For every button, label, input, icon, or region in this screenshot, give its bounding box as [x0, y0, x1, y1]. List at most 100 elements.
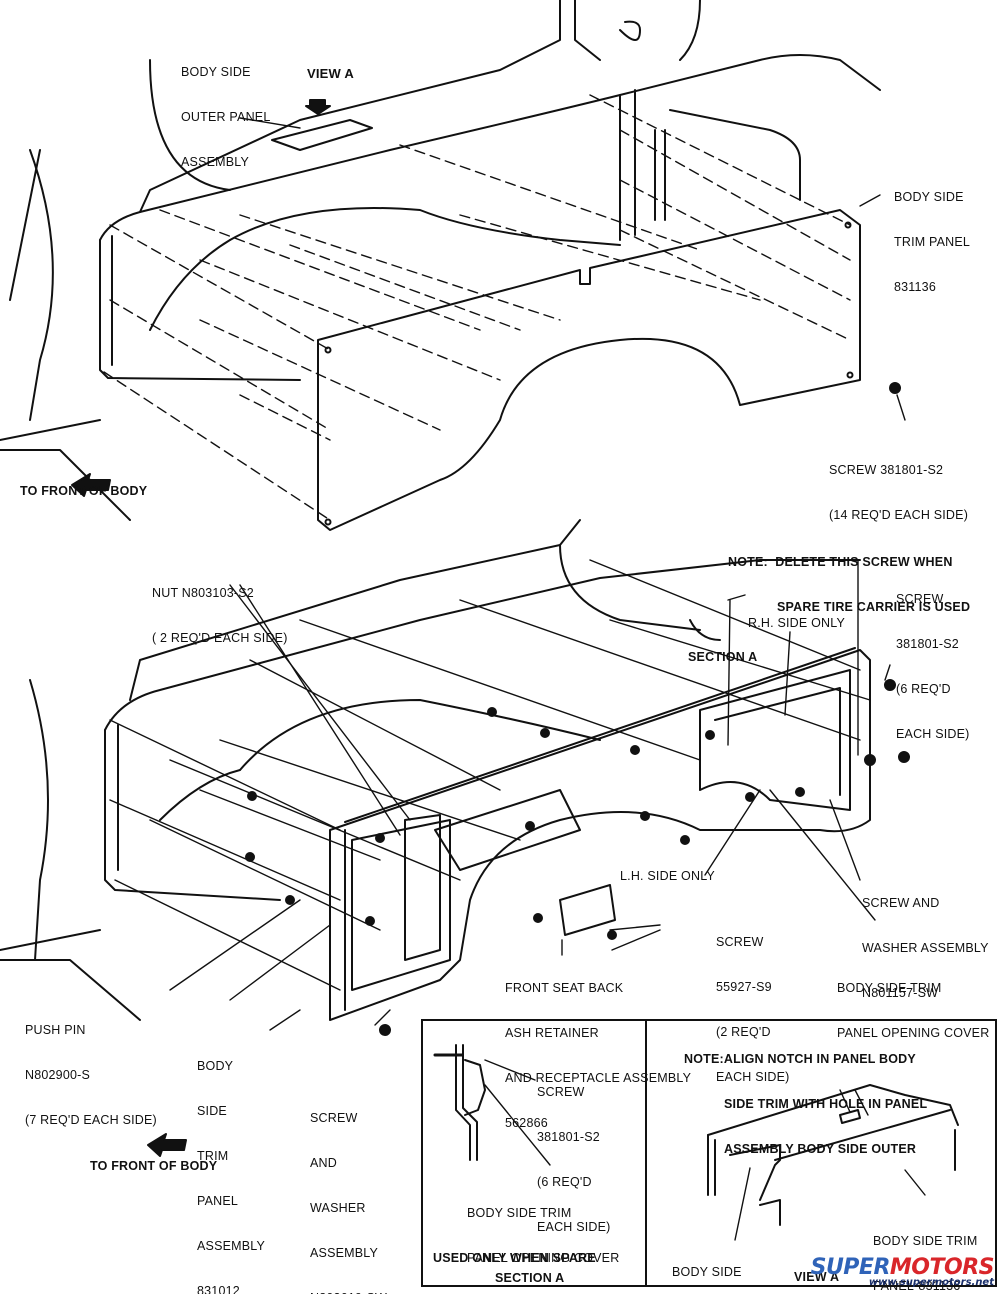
label-screw-washer-rh: SCREW AND WASHER ASSEMBLY N801157-SW [862, 866, 989, 1031]
label-line: TRIM [197, 1149, 229, 1163]
label-line: (14 REQ'D EACH SIDE) [829, 508, 969, 522]
outer-panel-leader [239, 117, 301, 129]
label-line: ASH RETAINER [505, 1026, 599, 1040]
label-lh-side: L.H. SIDE ONLY [620, 869, 715, 883]
label-screw-6: SCREW 381801-S2 (6 REQ'D EACH SIDE) [896, 562, 970, 772]
label-line: PANEL [197, 1194, 239, 1208]
label-line: SIDE TRIM WITH HOLE IN PANEL [724, 1097, 928, 1111]
label-line: N802619-SW [310, 1291, 387, 1294]
section-a-screw-label: SCREW 381801-S2 (6 REQ'D EACH SIDE) [537, 1055, 611, 1265]
section-a-note: USED ONLY WHEN SPARE TIRE IS MOUNTED OUT… [433, 1221, 607, 1294]
label-line: (6 REQ'D [896, 682, 951, 696]
label-line: BODY SIDE [672, 1265, 742, 1279]
bottom-screws [245, 679, 910, 1036]
label-line: (6 REQ'D [537, 1175, 592, 1189]
bottom-fastener-guides [109, 559, 871, 991]
label-nut: NUT N803103-S2 ( 2 REQ'D EACH SIDE) [152, 556, 288, 676]
label-screw-washer-lh: SCREW AND WASHER ASSEMBLY N802619-SW (2 … [310, 1081, 387, 1294]
watermark-url: www.supermotors.net [868, 1277, 994, 1288]
label-outer-panel: BODY SIDE OUTER PANEL ASSEMBLY [181, 35, 271, 200]
label-line: WASHER ASSEMBLY [862, 941, 989, 955]
label-line: SPARE TIRE CARRIER IS USED [777, 600, 971, 614]
label-screw-55927: SCREW 55927-S9 (2 REQ'D EACH SIDE) [716, 905, 790, 1115]
label-line: 831012 [197, 1284, 240, 1294]
label-line: SCREW [896, 592, 944, 606]
top-dashed-guides [103, 94, 851, 521]
label-bottom-front: TO FRONT OF BODY [90, 1159, 218, 1173]
bottom-trim-panel [329, 647, 871, 1021]
label-line: (7 REQ'D EACH SIDE) [25, 1113, 157, 1127]
bottom-leader-lines [169, 559, 891, 1031]
label-section-a: SECTION A [688, 650, 758, 664]
label-line: ( 2 REQ'D EACH SIDE) [152, 631, 288, 645]
label-line: BODY SIDE [181, 65, 251, 79]
label-line: AND [310, 1156, 337, 1170]
label-line: SCREW 381801-S2 [829, 463, 944, 477]
trim-panel-leader [859, 194, 881, 207]
inset-frame [421, 1019, 997, 1287]
label-top-front: TO FRONT OF BODY [20, 484, 148, 498]
label-line: TRIM PANEL [894, 235, 971, 249]
label-line: EACH SIDE) [716, 1070, 790, 1084]
section-a-title: SECTION A [495, 1271, 565, 1285]
label-line: ASSEMBLY [197, 1239, 266, 1253]
view-a-title: VIEW A [794, 1270, 840, 1284]
view-a-note: NOTE:ALIGN NOTCH IN PANEL BODY SIDE TRIM… [684, 1022, 927, 1187]
top-body-structure [0, 0, 881, 521]
label-line: N801157-SW [862, 986, 939, 1000]
top-screw-leader [896, 394, 906, 421]
label-line: SIDE [197, 1104, 227, 1118]
label-line: NOTE:ALIGN NOTCH IN PANEL BODY [684, 1052, 916, 1066]
label-push-pin: PUSH PIN N802900-S (7 REQ'D EACH SIDE) [25, 993, 157, 1158]
label-line: BODY SIDE TRIM [467, 1206, 572, 1220]
label-line: ASSEMBLY [181, 155, 250, 169]
label-line: PANEL-831136 [873, 1279, 961, 1293]
label-line: NOTE: DELETE THIS SCREW WHEN [728, 555, 953, 569]
label-rh-side: R.H. SIDE ONLY [748, 616, 846, 630]
label-line: EACH SIDE) [896, 727, 970, 741]
label-line: WASHER [310, 1201, 366, 1215]
watermark: SUPERMOTORS www.supermotors.net [810, 1255, 995, 1288]
label-line: 55927-S9 [716, 980, 772, 994]
label-note-delete: NOTE: DELETE THIS SCREW WHEN SPARE TIRE … [728, 525, 970, 645]
label-line: ASSEMBLY BODY SIDE OUTER [724, 1142, 917, 1156]
label-line: BODY SIDE TRIM [837, 981, 942, 995]
view-a-outer-label: BODY SIDE OUTER PANEL ASSEMBLY [672, 1235, 762, 1294]
label-line: SCREW [537, 1085, 585, 1099]
label-line: 562866 [505, 1116, 548, 1130]
label-line: (2 REQ'D [716, 1025, 771, 1039]
label-opening-cover: BODY SIDE TRIM PANEL OPENING COVER [837, 951, 989, 1071]
label-line: NUT N803103-S2 [152, 586, 254, 600]
label-line: SCREW AND [862, 896, 940, 910]
label-ash-retainer: FRONT SEAT BACK ASH RETAINER AND RECEPTA… [505, 951, 691, 1161]
section-a-art [433, 1044, 551, 1166]
label-line: 381801-S2 [896, 637, 959, 651]
label-line: SCREW [716, 935, 764, 949]
view-a-trim-label: BODY SIDE TRIM PANEL-831136 [873, 1204, 977, 1294]
label-trim-assembly: BODY SIDE TRIM PANEL ASSEMBLY 831012 [197, 1029, 265, 1294]
label-line: 831136 [894, 280, 936, 294]
label-line: N802900-S [25, 1068, 91, 1082]
watermark-brand-part-2: MOTORS [889, 1255, 995, 1280]
label-screw-14: SCREW 381801-S2 (14 REQ'D EACH SIDE) [829, 433, 968, 553]
section-a-cover-label: BODY SIDE TRIM PANEL OPENING COVER [467, 1176, 619, 1294]
label-line: AND RECEPTACLE ASSEMBLY [505, 1071, 692, 1085]
label-trim-panel-831136: BODY SIDE TRIM PANEL 831136 [894, 160, 970, 325]
top-front-arrow-icon [71, 473, 111, 497]
view-a-detail [271, 99, 373, 151]
bottom-front-arrow-icon [147, 1133, 187, 1157]
inset-divider [645, 1019, 647, 1287]
watermark-brand: SUPERMOTORS [810, 1255, 995, 1280]
label-line: BODY SIDE TRIM [873, 1234, 978, 1248]
label-view-a: VIEW A [307, 66, 354, 81]
label-line: OUTER PANEL [181, 110, 271, 124]
label-line: BODY SIDE [894, 190, 964, 204]
label-line: FRONT SEAT BACK [505, 981, 624, 995]
top-trim-panel [317, 209, 901, 531]
label-line: PANEL OPENING COVER [467, 1251, 620, 1265]
watermark-brand-part-1: SUPER [810, 1255, 891, 1280]
label-line: ASSEMBLY [310, 1246, 379, 1260]
label-line: USED ONLY WHEN SPARE [433, 1251, 596, 1265]
